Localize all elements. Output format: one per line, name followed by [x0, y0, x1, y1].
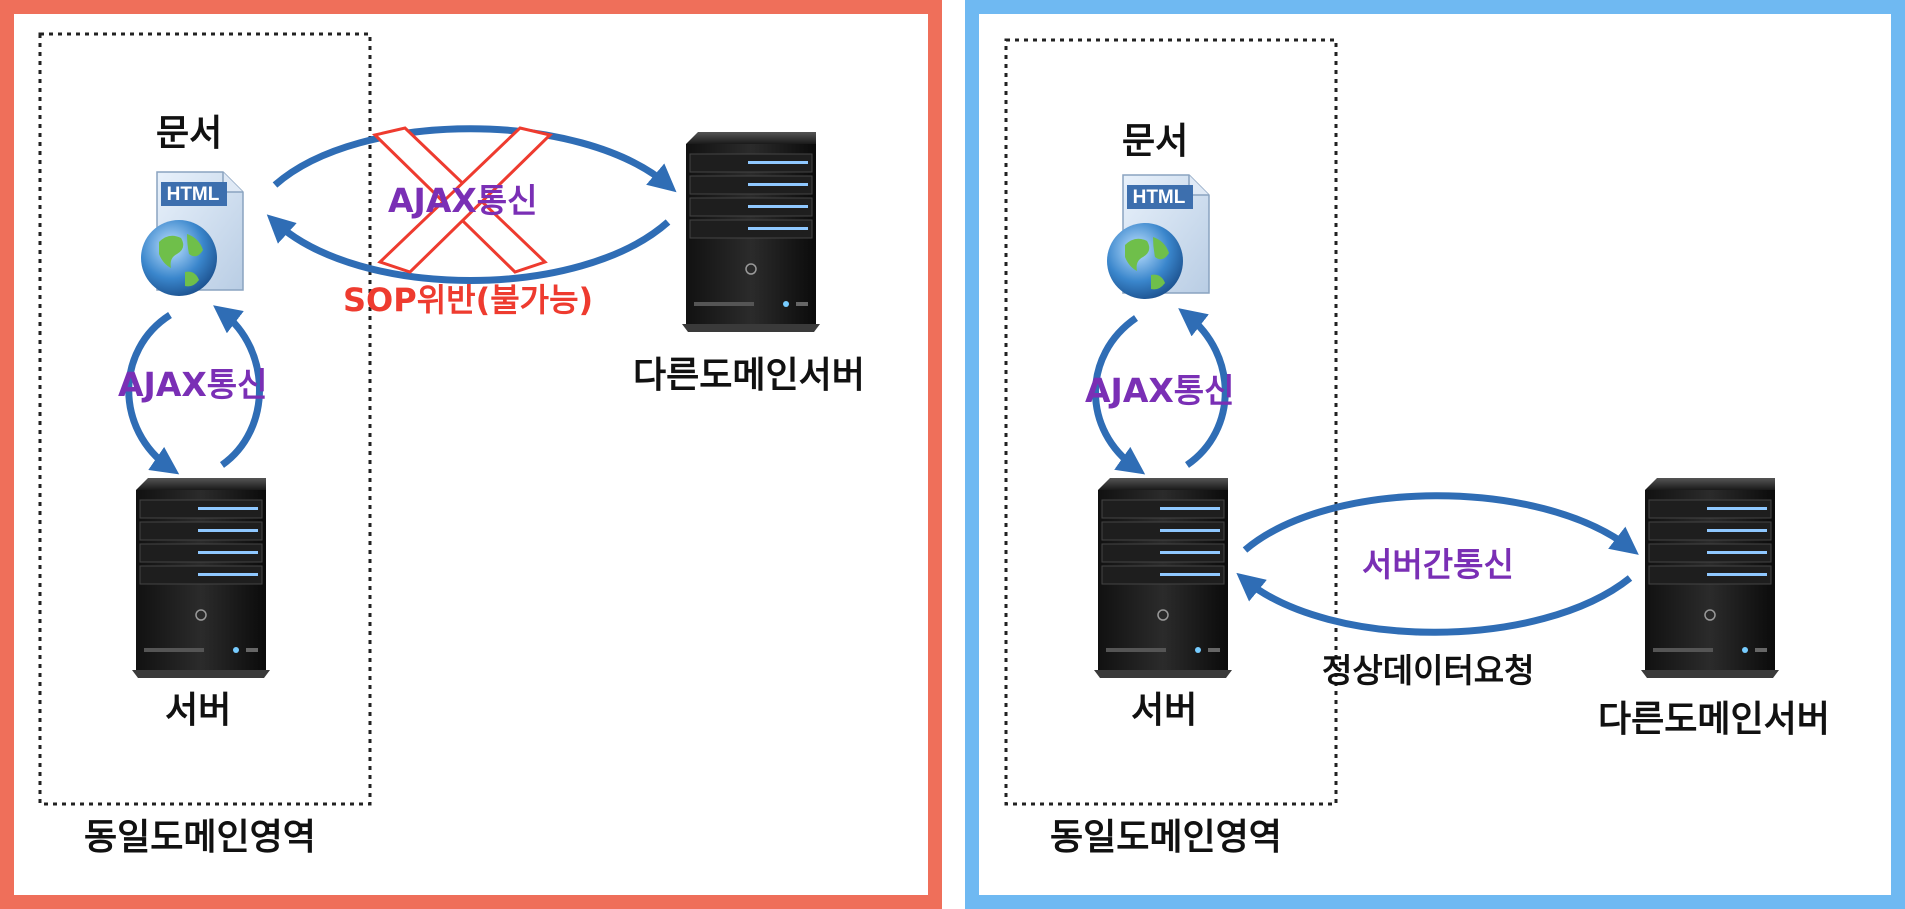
html-badge-text: HTML: [1133, 187, 1186, 208]
arrow-curve: [1242, 492, 1639, 555]
server-tower-icon: [1093, 477, 1233, 679]
document-label: 문서: [156, 113, 223, 154]
same-domain-area-label: 동일도메인영역: [1050, 817, 1282, 858]
server-tower-icon: [681, 131, 821, 333]
arrow-curve: [1236, 572, 1633, 636]
server-label: 서버: [1131, 690, 1198, 731]
server-label: 서버: [165, 690, 232, 731]
html-badge-text: HTML: [167, 184, 220, 205]
document-label: 문서: [1122, 121, 1189, 162]
normal-data-request-label: 정상데이터요청: [1322, 651, 1535, 690]
sop-violation-label: SOP위반(불가능): [343, 281, 594, 319]
red-x-icon: [371, 126, 554, 274]
other-domain-server-label: 다른도메인서버: [1598, 699, 1830, 740]
blocked-ajax-label: AJAX통신: [388, 181, 538, 220]
arrow-curve: [213, 305, 263, 468]
server-tower-icon: [1640, 477, 1780, 679]
arrow-curve: [272, 125, 677, 193]
panel-gap: [942, 0, 965, 909]
arrow-curve: [125, 312, 180, 475]
arrow-curve: [1092, 315, 1146, 475]
server-tower-icon: [131, 477, 271, 679]
arrow-curve: [1178, 308, 1229, 468]
same-domain-boundary: [38, 32, 372, 806]
ajax-communication-label: AJAX통신: [1085, 371, 1235, 410]
same-domain-area-label: 동일도메인영역: [84, 817, 316, 858]
ajax-communication-label: AJAX통신: [118, 365, 268, 404]
other-domain-server-label: 다른도메인서버: [633, 355, 865, 396]
server-to-server-label: 서버간통신: [1362, 545, 1514, 584]
same-domain-boundary: [1004, 38, 1338, 806]
arrow-curve: [266, 214, 671, 284]
